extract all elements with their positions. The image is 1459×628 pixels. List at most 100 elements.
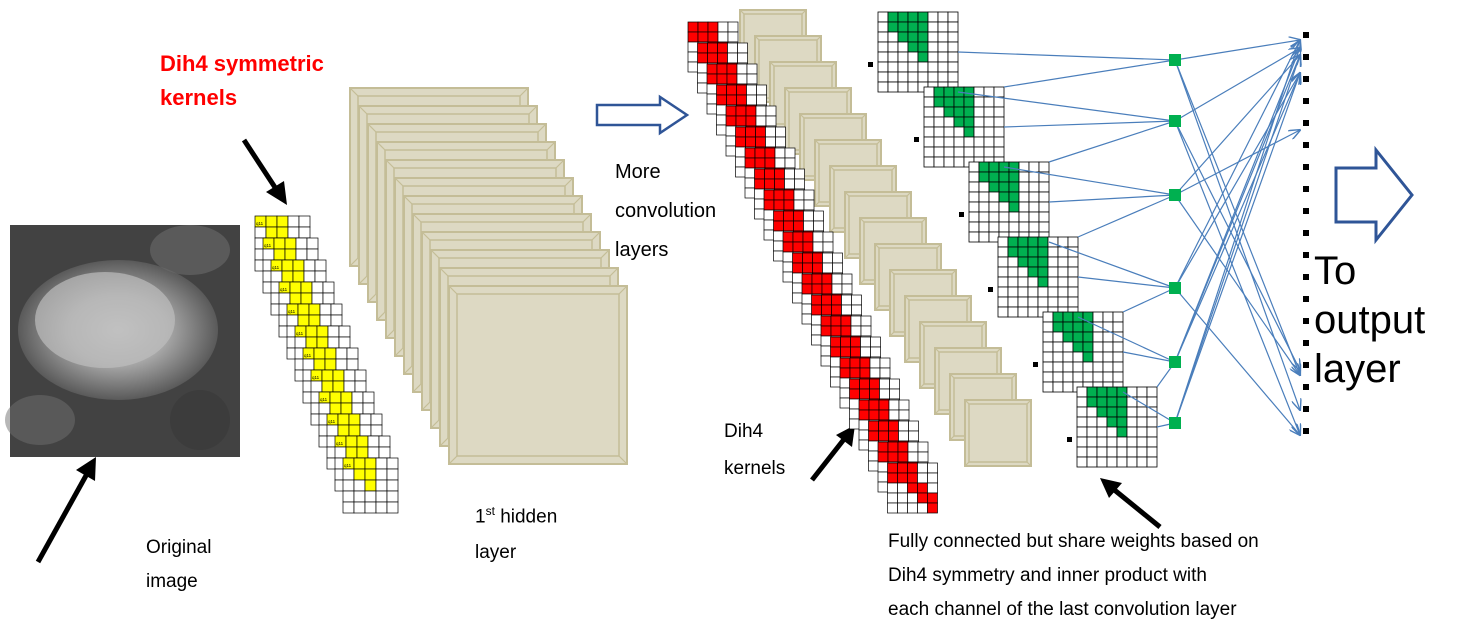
channel-dot bbox=[868, 62, 873, 67]
node-output-connection bbox=[1174, 40, 1300, 289]
kernel-cell-label: q11 bbox=[296, 331, 304, 336]
output-dot bbox=[1303, 142, 1309, 148]
output-dot bbox=[1303, 164, 1309, 170]
node-output-connection bbox=[1174, 40, 1300, 424]
output-dot bbox=[1303, 296, 1309, 302]
original-image-label-line-2: image bbox=[146, 571, 198, 592]
fully-connected-grids bbox=[868, 11, 1158, 468]
output-dot bbox=[1303, 428, 1309, 434]
kernel-cell-label: q11 bbox=[320, 397, 328, 402]
grid-node-connection bbox=[1122, 287, 1176, 313]
node-output-connection bbox=[1174, 73, 1300, 289]
grid-node-connection bbox=[1122, 351, 1176, 363]
node-output-connection bbox=[1174, 194, 1300, 375]
more-convolution-line-3: layers bbox=[615, 239, 669, 261]
kernel-arrow-head bbox=[266, 181, 287, 205]
fc-weight-grid bbox=[1033, 311, 1124, 393]
red-kernel bbox=[887, 462, 938, 514]
output-dot bbox=[1303, 406, 1309, 412]
node-output-connection bbox=[1174, 73, 1300, 424]
node-output-connection bbox=[1174, 59, 1300, 410]
kernel-cell-label: q11 bbox=[304, 353, 312, 358]
output-dot bbox=[1303, 384, 1309, 390]
output-dot bbox=[1303, 318, 1309, 324]
first-hidden-layer-stack bbox=[349, 87, 628, 465]
output-dot bbox=[1303, 340, 1309, 346]
fc-node bbox=[1169, 282, 1181, 294]
node-output-connection bbox=[1174, 55, 1300, 196]
grid-node-connection bbox=[1077, 194, 1176, 238]
node-output-connection bbox=[1174, 120, 1300, 370]
channel-dot bbox=[914, 137, 919, 142]
output-dot bbox=[1303, 54, 1309, 60]
output-dot bbox=[1303, 362, 1309, 368]
output-layer-dots bbox=[1303, 32, 1309, 434]
output-dot bbox=[1303, 76, 1309, 82]
more-convolution-line-1: More bbox=[615, 161, 661, 183]
grid-node-connection bbox=[1048, 120, 1176, 163]
grid-node-connection bbox=[957, 91, 1176, 122]
kernel-cell-label: q11 bbox=[280, 287, 288, 292]
hidden-layer-label-line-1: 1st hidden bbox=[475, 504, 557, 529]
grid-node-connection bbox=[1077, 276, 1176, 289]
to-output-label-line-3: layer bbox=[1314, 347, 1401, 391]
deep-feature-map bbox=[964, 399, 1032, 467]
fully-connected-nodes bbox=[1169, 54, 1181, 429]
fully-connected-caption-line-2: Dih4 symmetry and inner product with bbox=[888, 565, 1207, 586]
dih4-kernels-label-line-1: Dih4 bbox=[724, 421, 764, 442]
grid-node-connection bbox=[957, 51, 1176, 61]
output-dot bbox=[1303, 186, 1309, 192]
grid-node-connection bbox=[1003, 120, 1176, 128]
kernel-cell-label: q11 bbox=[288, 309, 296, 314]
fc-arrow-head bbox=[1100, 478, 1122, 498]
fc-weight-grid bbox=[914, 86, 1005, 168]
kernel-title-line-1: Dih4 symmetric bbox=[160, 51, 324, 76]
node-output-connection bbox=[1174, 48, 1300, 122]
to-output-label-line-1: To bbox=[1314, 249, 1357, 293]
hidden-layer-label-line-2: layer bbox=[475, 542, 517, 563]
fc-node bbox=[1169, 417, 1181, 429]
fc-node bbox=[1169, 115, 1181, 127]
hidden-layer-label-sup: st bbox=[485, 504, 495, 518]
node-output-connection bbox=[1174, 287, 1300, 435]
fc-node bbox=[1169, 356, 1181, 368]
kernel-arrow bbox=[241, 138, 283, 197]
dih4-kernel-arrow bbox=[810, 436, 847, 482]
hidden-layer-label-text: hidden bbox=[494, 506, 558, 528]
more-convolution-line-2: convolution bbox=[615, 200, 717, 222]
original-image-arrow bbox=[35, 470, 91, 564]
deep-convolution-stack bbox=[739, 9, 1032, 467]
fully-connected-caption-line-3: each channel of the last convolution lay… bbox=[888, 599, 1237, 620]
channel-dot bbox=[1033, 362, 1038, 367]
fc-node bbox=[1169, 189, 1181, 201]
node-output-connection bbox=[1174, 120, 1300, 435]
fc-weight-grid bbox=[959, 161, 1050, 243]
original-image-arrow-head bbox=[76, 457, 96, 481]
output-dot bbox=[1303, 208, 1309, 214]
dih4-kernel-stack bbox=[687, 21, 938, 514]
hidden-feature-map bbox=[448, 285, 628, 465]
kernel-title-line-2: kernels bbox=[160, 85, 238, 110]
output-dot bbox=[1303, 120, 1309, 126]
yellow-kernel: q11 bbox=[342, 457, 399, 514]
fully-connected-caption-line-1: Fully connected but share weights based … bbox=[888, 531, 1259, 552]
channel-dot bbox=[959, 212, 964, 217]
grid-node-connection bbox=[1077, 316, 1176, 363]
kernel-cell-label: q11 bbox=[312, 375, 320, 380]
fully-connected-connections bbox=[957, 40, 1300, 435]
fc-weight-grid bbox=[868, 11, 959, 93]
fc-weight-grid bbox=[988, 236, 1079, 318]
output-dot bbox=[1303, 32, 1309, 38]
kernel-cell-label: q11 bbox=[344, 463, 352, 468]
original-image bbox=[5, 225, 240, 457]
kernel-cell-label: q11 bbox=[336, 441, 344, 446]
fc-arrow bbox=[1110, 486, 1162, 529]
dih4-kernel-arrow-head bbox=[836, 425, 855, 447]
to-output-label-line-2: output bbox=[1314, 298, 1426, 342]
hidden-layer-label-number: 1 bbox=[475, 506, 486, 528]
to-output-block-arrow bbox=[1334, 145, 1414, 245]
grid-node-connection bbox=[1003, 59, 1176, 88]
node-output-connection bbox=[1174, 55, 1300, 363]
output-dot bbox=[1303, 252, 1309, 258]
